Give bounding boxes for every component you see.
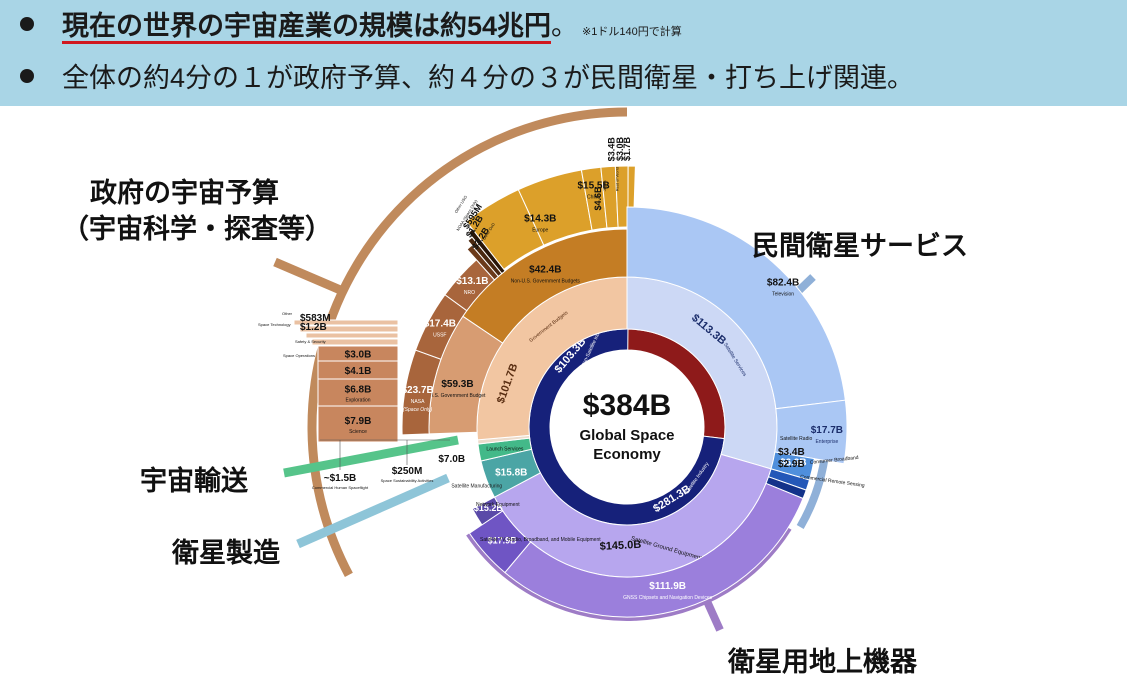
center-disc bbox=[550, 350, 704, 504]
nasa-note: (Space Only) bbox=[403, 407, 433, 413]
ussf-value: $17.4B bbox=[424, 318, 456, 329]
manufacturing-pointer bbox=[296, 473, 450, 549]
nasa-breakdown-1-sublabel: Exploration bbox=[345, 398, 370, 404]
enterprise-sublabel: Enterprise bbox=[815, 439, 838, 445]
bullet-line-2: 全体の約4分の１が政府予算、約４分の３が民間衛星・打ち上げ関連。 bbox=[20, 56, 914, 95]
rest-of-world-value: $3.4B bbox=[606, 137, 616, 162]
tv-radio-sublabel: Satellite TV, Radio, Broadband, and Mobi… bbox=[480, 537, 601, 543]
center-total-value: $384B bbox=[583, 389, 671, 422]
ground-equipment-label: 衛星用地上機器 bbox=[728, 647, 917, 677]
nasa-breakdown-1-value: $6.8B bbox=[345, 385, 372, 396]
rest-of-world-sublabel: Rest of World bbox=[614, 167, 619, 191]
us-agency-other-usg bbox=[467, 228, 506, 275]
gnss-value: $111.9B bbox=[649, 581, 686, 592]
other-nasa-sublabel: Other bbox=[282, 311, 293, 316]
nasa-breakdown-0 bbox=[317, 405, 399, 443]
launch-sublabel: Launch Services bbox=[486, 447, 523, 453]
broadband-value: $3.4B bbox=[778, 447, 805, 458]
space-technology-sublabel: Space Technology bbox=[258, 322, 291, 327]
tv-radio-value: $17.9B bbox=[488, 535, 518, 545]
nonus-budget-sublabel: Non-U.S. Government Budgets bbox=[511, 278, 581, 284]
china-value: $15.5B bbox=[577, 180, 609, 191]
china-sublabel: China bbox=[587, 194, 600, 200]
nasa-breakdown-5 bbox=[305, 332, 399, 339]
enterprise-value: $17.7B bbox=[811, 425, 843, 436]
nasa-breakdown-2-value: $4.1B bbox=[345, 366, 372, 377]
human-spaceflight-sublabel: Commercial Human Spaceflight bbox=[312, 485, 369, 490]
headline-period: 。 bbox=[551, 11, 579, 41]
human-spaceflight-value: ~$1.5B bbox=[324, 473, 357, 484]
gnss-sublabel: GNSS Chipsets and Navigation Devices bbox=[623, 595, 712, 601]
remote-sensing-sublabel: Commercial Remote Sensing bbox=[800, 474, 865, 489]
remote-sensing-value: $2.9B bbox=[778, 459, 805, 470]
ground-total-value: $145.0B bbox=[599, 539, 641, 553]
network-value: $15.2B bbox=[474, 503, 504, 513]
header-banner: 現在の世界の宇宙産業の規模は約54兆円。※1ドル140円で計算 全体の約4分の１… bbox=[0, 0, 1127, 106]
nro-sublabel: NRO bbox=[464, 290, 475, 296]
nasa-sublabel: NASA bbox=[411, 399, 425, 405]
bullet-dot-icon bbox=[20, 69, 34, 83]
center-title-line1: Global Space bbox=[579, 427, 674, 444]
gov-budget-label: 政府の宇宙予算 bbox=[90, 178, 279, 208]
europe-sublabel: Europe bbox=[532, 228, 548, 234]
japan-sublabel: Japan bbox=[602, 180, 607, 191]
ground-network bbox=[471, 496, 504, 526]
bullet-dot-icon bbox=[20, 17, 34, 31]
satellite-radio-value: $6.9B bbox=[780, 457, 807, 468]
nasa-breakdown-3 bbox=[317, 345, 399, 362]
broadband-sublabel: Consumer Broadband bbox=[810, 455, 859, 466]
safety-security-sublabel: Safety & Security bbox=[295, 339, 326, 344]
launch-pointer bbox=[283, 435, 459, 478]
commercial-services-label: 民間衛星サービス bbox=[752, 231, 968, 261]
us-budget-sublabel: U.S. Government Budget bbox=[430, 393, 486, 399]
gov-bracket-tick bbox=[273, 257, 347, 297]
manufacturing-sublabel: Satellite Manufacturing bbox=[451, 484, 502, 490]
exchange-rate-note: ※1ドル140円で計算 bbox=[582, 26, 682, 38]
nro-value: ~$13.1B bbox=[450, 276, 488, 287]
nasa-breakdown-0-sublabel: Science bbox=[349, 429, 367, 435]
bullet-line-1: 現在の世界の宇宙産業の規模は約54兆円。※1ドル140円で計算 bbox=[20, 4, 682, 44]
nasa-breakdown-7 bbox=[293, 319, 399, 326]
satellite-radio-sublabel: Satellite Radio bbox=[780, 436, 812, 442]
us-budget-value: $59.3B bbox=[441, 379, 473, 390]
launch-value: $7.0B bbox=[438, 454, 465, 465]
television-sublabel: Television bbox=[772, 291, 794, 297]
ground-bracket-tick bbox=[702, 597, 724, 632]
japan-value: $4.6B bbox=[593, 186, 603, 211]
nasa-breakdown-6 bbox=[299, 325, 399, 333]
manufacturing-label: 衛星製造 bbox=[172, 538, 280, 568]
space-technology-value: $1.2B bbox=[300, 322, 327, 333]
space-operations-sublabel: Space Operations bbox=[283, 353, 315, 358]
nasa-breakdown-4 bbox=[311, 338, 399, 346]
network-sublabel: Network Equipment bbox=[476, 502, 520, 508]
nasa-breakdown-0-value: $7.9B bbox=[345, 416, 372, 427]
ussf-sublabel: USSF bbox=[433, 332, 446, 338]
gov-budget-sublabel: （宇宙科学・探査等） bbox=[62, 214, 332, 244]
television-value: $82.4B bbox=[767, 277, 799, 288]
gov-bracket-arc bbox=[307, 107, 628, 577]
headline-text: 現在の世界の宇宙産業の規模は約54兆円 bbox=[62, 11, 552, 44]
nasa-value: $23.7B bbox=[401, 385, 433, 396]
center-title-line2: Economy bbox=[593, 446, 661, 463]
nonus-budget-value: $42.4B bbox=[529, 264, 561, 275]
sustainability-sublabel: Space Sustainability Activities bbox=[381, 478, 434, 483]
nasa-breakdown-3-value: $3.0B bbox=[345, 350, 372, 361]
share-summary-text: 全体の約4分の１が政府予算、約４分の３が民間衛星・打ち上げ関連。 bbox=[62, 63, 915, 93]
nonus-extra-1-value: $3.0B bbox=[615, 137, 625, 162]
other-nasa-value: $583M bbox=[300, 313, 331, 324]
launch-label: 宇宙輸送 bbox=[140, 466, 248, 496]
sustainability-value: $250M bbox=[392, 466, 423, 477]
europe-value: $14.3B bbox=[524, 214, 556, 225]
manufacturing-value: $15.8B bbox=[495, 467, 527, 478]
nonus-extra-2-value: $1.7B bbox=[622, 137, 632, 162]
